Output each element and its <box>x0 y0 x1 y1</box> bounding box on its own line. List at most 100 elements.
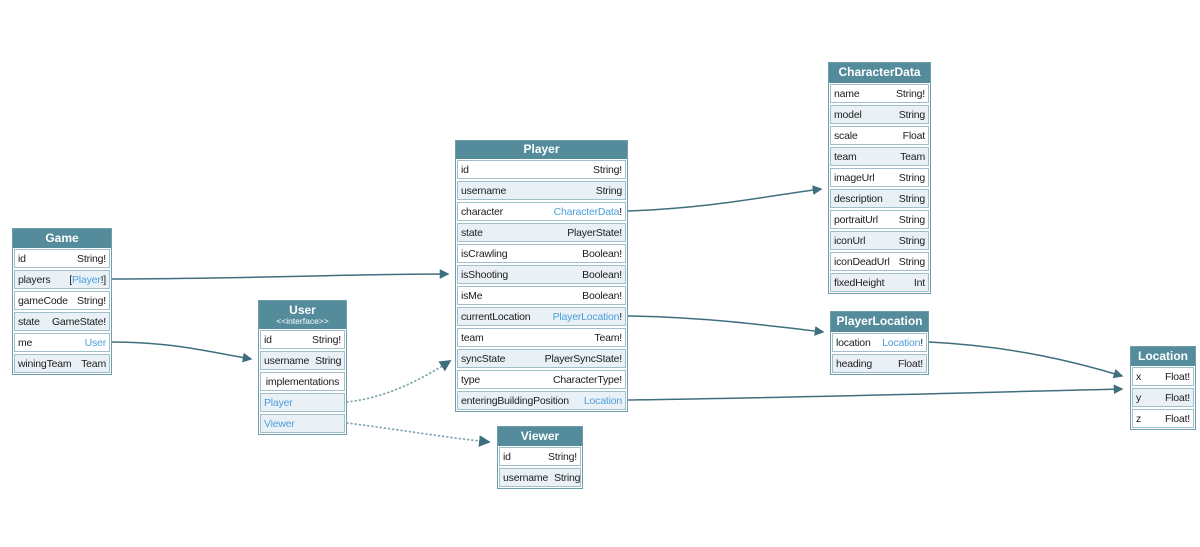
field-row-id[interactable]: id String! <box>14 249 110 268</box>
field-type: PlayerSyncState! <box>544 352 623 365</box>
table-header-characterdata[interactable]: CharacterData <box>829 63 930 83</box>
field-row-enteringbuildingposition[interactable]: enteringBuildingPosition Location <box>457 391 626 410</box>
field-name: location <box>836 336 871 349</box>
field-type: Team <box>900 150 925 163</box>
table-header-player[interactable]: Player <box>456 141 627 159</box>
table-title: PlayerLocation <box>836 314 923 329</box>
field-name: id <box>18 252 26 265</box>
field-type: Float! <box>1164 370 1190 383</box>
field-type: String! <box>77 252 106 265</box>
field-type: String <box>898 255 925 268</box>
implementation-row-viewer[interactable]: Viewer <box>260 414 345 433</box>
field-name: username <box>264 354 310 367</box>
field-name: winingTeam <box>18 357 72 370</box>
implementations-label-row[interactable]: implementations <box>260 372 345 391</box>
table-title: Game <box>45 230 79 245</box>
type-link[interactable]: PlayerLocation <box>552 310 620 323</box>
type-link[interactable]: CharacterData <box>553 205 620 218</box>
field-type: Int <box>913 276 925 289</box>
field-name: team <box>461 331 484 344</box>
field-type: String <box>595 184 622 197</box>
type-link[interactable]: Location <box>882 336 921 349</box>
edge-player-enteringbuildingposition-location <box>627 384 1124 401</box>
field-name: id <box>264 333 272 346</box>
field-type: Float! <box>1164 391 1190 404</box>
field-row-winingteam[interactable]: winingTeam Team <box>14 354 110 373</box>
edge-game-me-user <box>111 341 253 363</box>
table-header-game[interactable]: Game <box>13 229 111 248</box>
edge-user-viewer-impl <box>346 422 491 447</box>
table-header-viewer[interactable]: Viewer <box>498 427 582 446</box>
implementation-row-player[interactable]: Player <box>260 393 345 412</box>
field-row-players[interactable]: players[Player!] <box>14 270 110 289</box>
field-type: String! <box>548 450 577 463</box>
field-name: state <box>18 315 40 328</box>
table-title: Viewer <box>520 428 560 443</box>
table-header-playerlocation[interactable]: PlayerLocation <box>831 312 928 332</box>
field-type: String <box>898 213 925 226</box>
type-link[interactable]: Player <box>72 273 101 286</box>
edge-player-currentlocation-playerlocation <box>627 315 825 336</box>
field-row-type[interactable]: type CharacterType! <box>457 370 626 389</box>
type-link[interactable]: User <box>84 336 107 349</box>
table-header-location[interactable]: Location <box>1131 347 1195 366</box>
field-name: character <box>461 205 503 218</box>
field-row-id[interactable]: id String! <box>260 330 345 349</box>
field-name: type <box>461 373 481 386</box>
field-type: Team <box>81 357 106 370</box>
type-link[interactable]: Location <box>583 394 622 407</box>
field-row-username[interactable]: username String <box>457 181 626 200</box>
type-link[interactable]: Viewer <box>264 417 295 430</box>
field-type: Location! <box>882 336 923 349</box>
field-type: String <box>898 234 925 247</box>
field-name: isMe <box>461 289 483 302</box>
field-row-location[interactable]: location Location! <box>832 333 927 352</box>
field-type: String <box>898 108 925 121</box>
field-type: [Player!] <box>69 273 106 286</box>
field-type: String! <box>896 87 925 100</box>
field-type: CharacterType! <box>553 373 622 386</box>
field-name: enteringBuildingPosition <box>461 394 569 407</box>
field-type: String <box>898 171 925 184</box>
table-header-user[interactable]: User<<interface>> <box>259 301 346 329</box>
type-link[interactable]: Player <box>264 396 293 409</box>
table-title: CharacterData <box>838 65 921 80</box>
field-name: username <box>461 184 507 197</box>
table-title: User <box>289 302 316 317</box>
field-type: Boolean! <box>582 247 622 260</box>
field-type: String! <box>312 333 341 346</box>
field-type: PlayerState! <box>567 226 622 239</box>
